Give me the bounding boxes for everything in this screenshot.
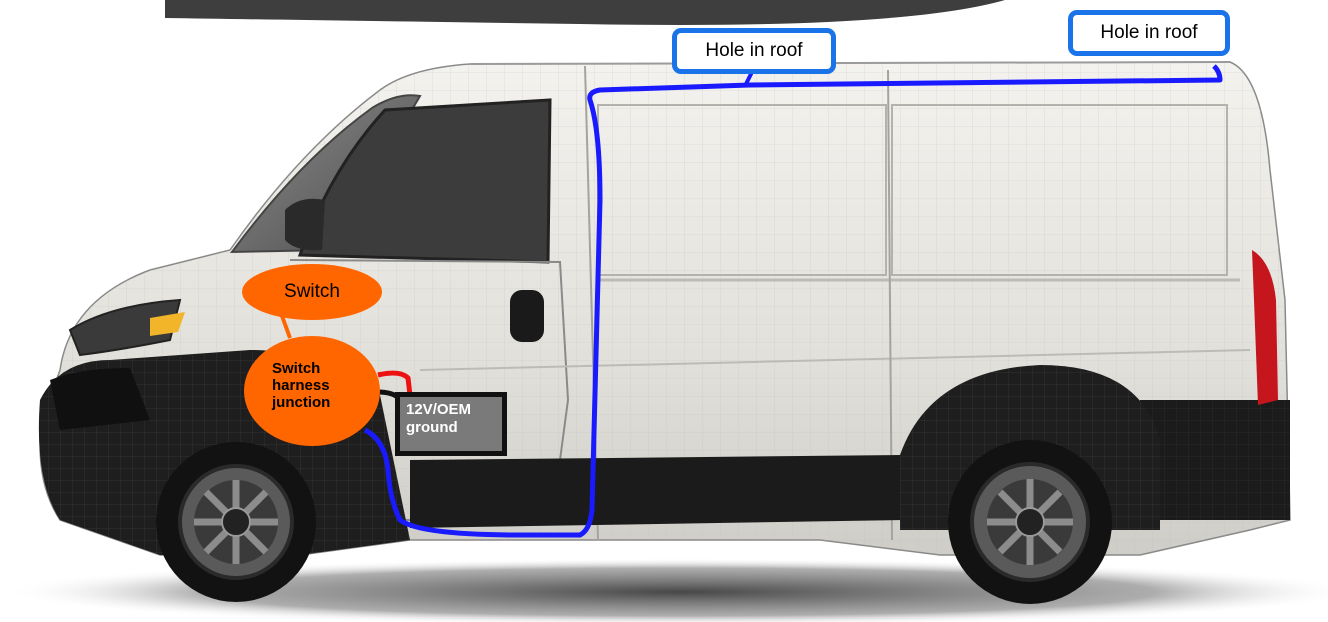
- top-shadow: [165, 0, 1005, 25]
- switch-oval: Switch: [242, 264, 382, 320]
- hole-in-roof-rear-label: Hole in roof: [1068, 10, 1230, 56]
- switch-label: Switch: [284, 281, 340, 303]
- hole-in-roof-front-label: Hole in roof: [672, 28, 836, 74]
- junction-label-line1: Switch: [272, 360, 330, 377]
- rear-wheel: [948, 440, 1112, 604]
- hole-in-roof-front-text: Hole in roof: [705, 40, 802, 62]
- junction-label-line3: junction: [272, 394, 330, 411]
- oem-ground-box: 12V/OEM ground: [395, 392, 507, 456]
- hole-in-roof-rear-text: Hole in roof: [1100, 22, 1197, 44]
- front-wheel: [156, 442, 316, 602]
- ground-label-line2: ground: [406, 419, 502, 437]
- ground-label-line1: 12V/OEM: [406, 401, 502, 419]
- switch-harness-junction-oval: Switch harness junction: [244, 336, 380, 446]
- junction-label-line2: harness: [272, 377, 330, 394]
